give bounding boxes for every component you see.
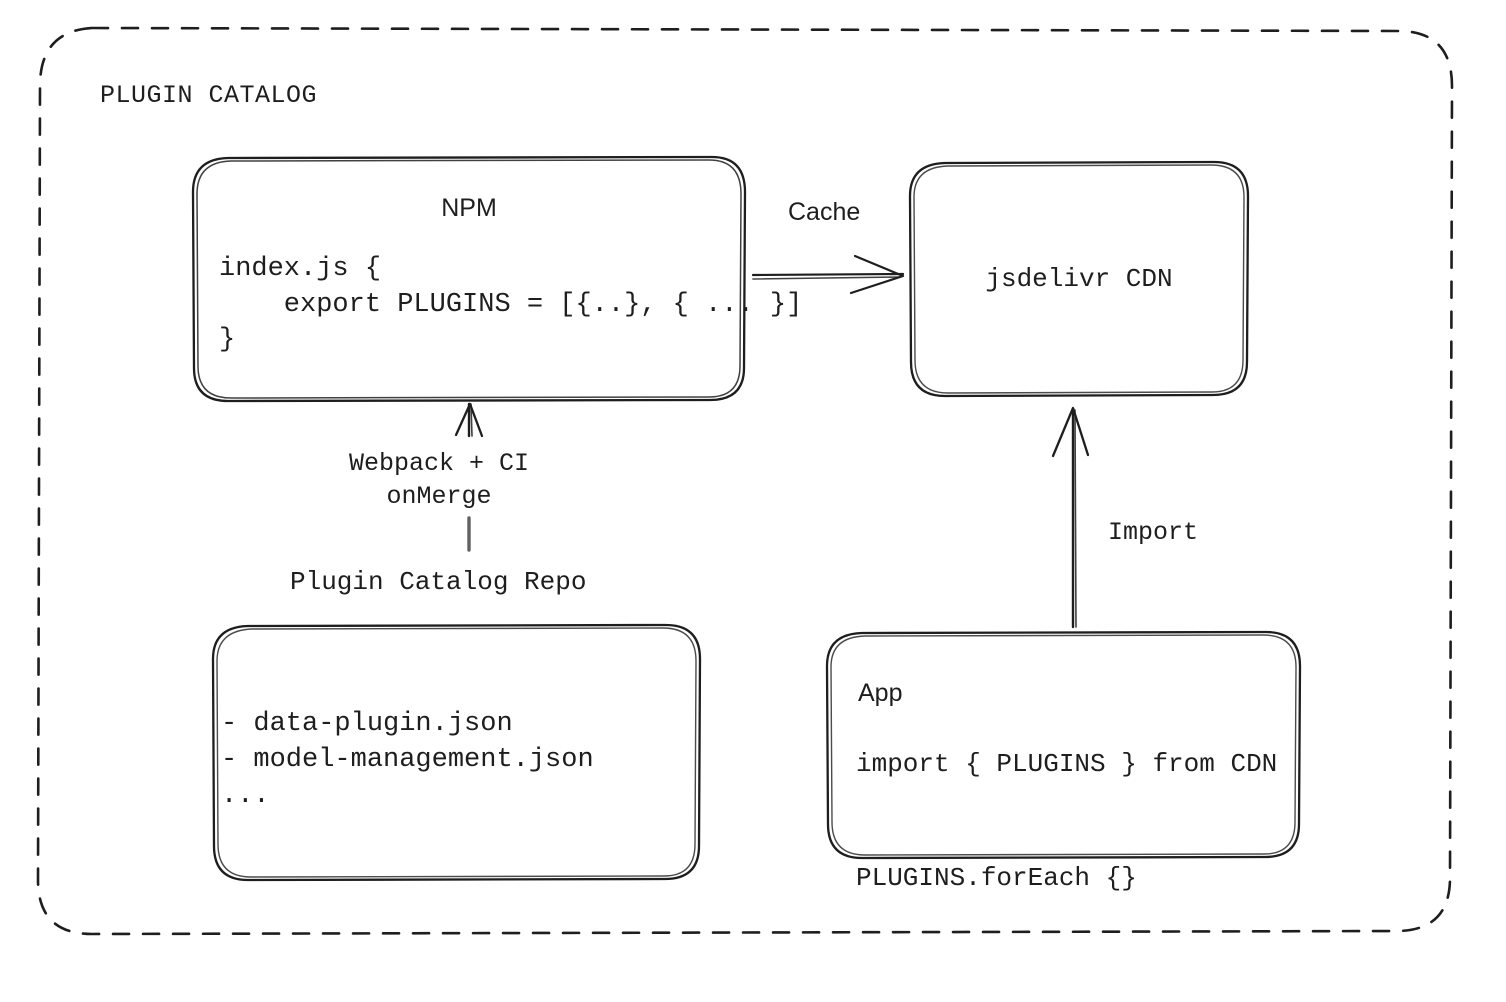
cache-arrow-shaft-2 bbox=[752, 276, 901, 280]
repo-box-outline bbox=[211, 623, 702, 882]
cdn-box-outline bbox=[908, 160, 1250, 398]
app-box-code: import { PLUGINS } from CDN PLUGINS.forE… bbox=[856, 749, 1278, 894]
app-box-title: App bbox=[858, 679, 903, 707]
repo-box-label: Plugin Catalog Repo bbox=[290, 567, 587, 597]
repo-box-outline-2 bbox=[216, 627, 697, 878]
repo-box-file-list: - data-plugin.json - model-management.js… bbox=[221, 709, 594, 811]
group-boundary-dashed bbox=[36, 26, 1454, 936]
npm-box-outline-2 bbox=[196, 159, 742, 399]
import-arrow-head bbox=[1051, 406, 1090, 458]
cdn-box-title: jsdelivr CDN bbox=[985, 264, 1173, 294]
import-arrow-label: Import bbox=[1108, 518, 1199, 547]
cdn-box-outline-2 bbox=[913, 164, 1245, 394]
app-box-outline bbox=[825, 630, 1302, 860]
app-box-outline-2 bbox=[830, 634, 1297, 856]
cache-arrow-head bbox=[849, 254, 905, 295]
import-arrow-shaft-2 bbox=[1074, 409, 1077, 628]
build-arrow-label: Webpack + CI onMerge bbox=[348, 449, 530, 512]
npm-box-code: index.js { export PLUGINS = [{..}, { ...… bbox=[219, 254, 803, 356]
group-title: PLUGIN CATALOG bbox=[100, 81, 318, 110]
cache-arrow-shaft bbox=[751, 272, 905, 277]
npm-box-outline bbox=[191, 155, 747, 403]
npm-box-title: NPM bbox=[441, 194, 497, 222]
build-arrow-head bbox=[454, 402, 484, 438]
cache-arrow-label: Cache bbox=[788, 198, 861, 226]
